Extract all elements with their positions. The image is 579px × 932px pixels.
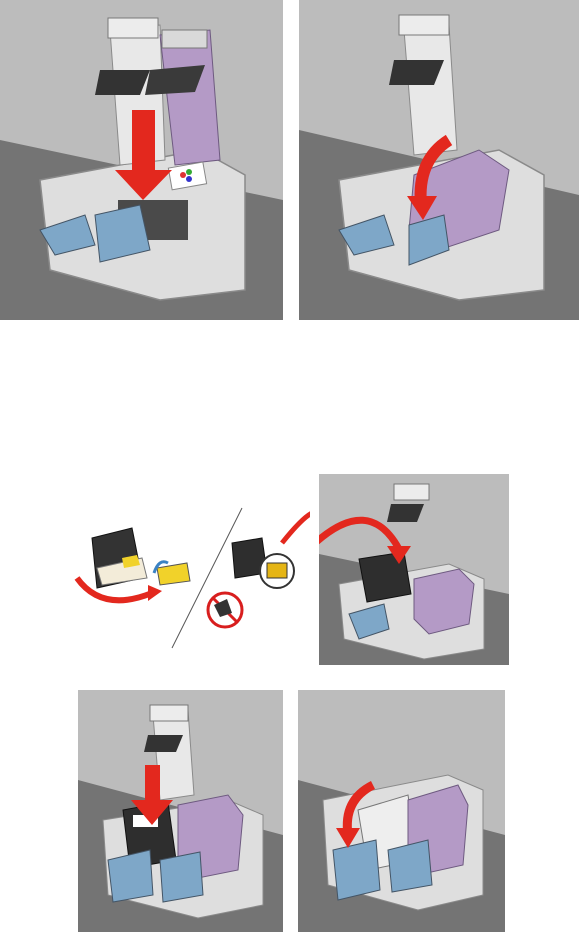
- color-cartridge: [414, 569, 474, 634]
- cartridge-handle: [162, 30, 207, 48]
- illustration-close-black: [298, 690, 505, 932]
- black-cartridge: [359, 552, 411, 602]
- panel-close-black-lid: [298, 690, 505, 932]
- latch-color: [160, 852, 203, 902]
- lid-hinge: [150, 705, 188, 721]
- lid-hinge: [394, 484, 429, 500]
- ink-dot-blue: [186, 176, 192, 182]
- latch-black: [333, 840, 380, 900]
- panel-push-black-cartridge: [78, 690, 283, 932]
- gold-contacts: [267, 563, 287, 578]
- lid-hinge: [399, 15, 449, 35]
- illustration-remove-tape: [62, 503, 310, 658]
- panel-remove-tape-black-cartridge: [62, 503, 310, 658]
- panel-insert-black-cartridge: [319, 474, 509, 665]
- ink-dot-green: [186, 169, 192, 175]
- panel-close-color-lid: [299, 0, 579, 320]
- lid-hinge: [108, 18, 158, 38]
- panel-insert-color-cartridge: [0, 0, 283, 320]
- illustration-close-color: [299, 0, 579, 320]
- ink-dot-red: [180, 172, 186, 178]
- illustration-insert-color: [0, 0, 283, 320]
- carrier-lid: [404, 25, 457, 155]
- illustration-insert-black: [319, 474, 509, 665]
- illustration-push-black: [78, 690, 283, 932]
